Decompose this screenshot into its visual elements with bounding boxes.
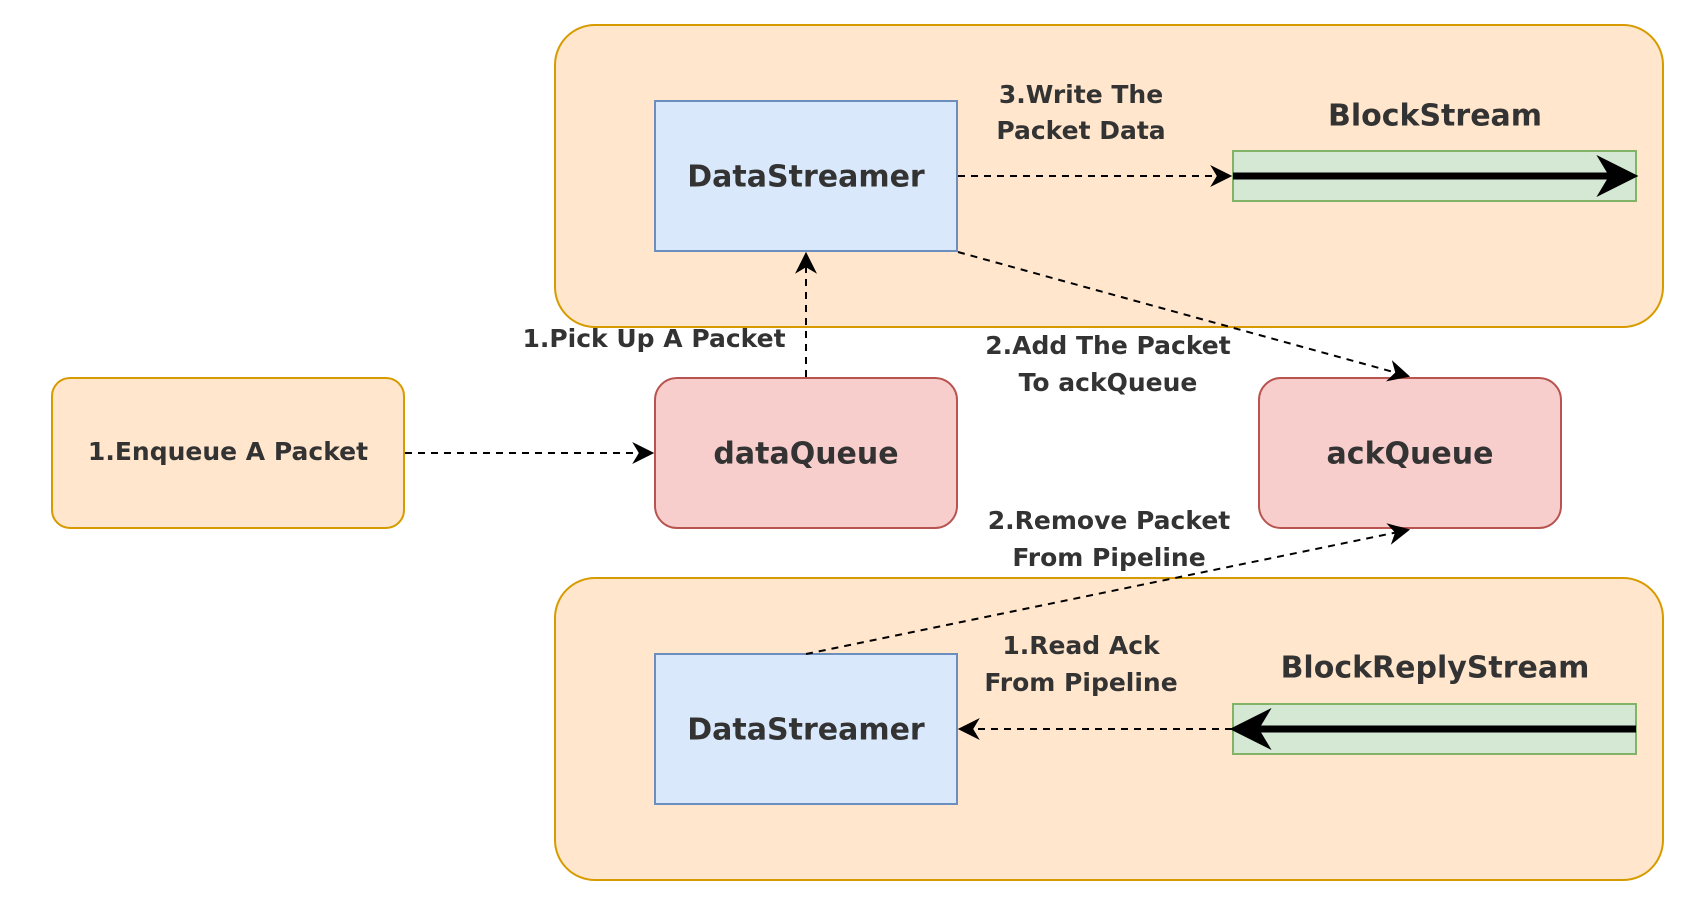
add-label-line2: To ackQueue bbox=[1019, 368, 1198, 397]
add-label-line1: 2.Add The Packet bbox=[985, 331, 1230, 360]
data-queue-node[interactable] bbox=[654, 377, 958, 529]
write-label-line1: 3.Write The bbox=[999, 80, 1163, 109]
write-label-line2: Packet Data bbox=[996, 116, 1165, 145]
remove-label-line2: From Pipeline bbox=[1012, 543, 1205, 572]
read-label-line2: From Pipeline bbox=[984, 668, 1177, 697]
blockstream-label: BlockStream bbox=[1328, 99, 1542, 134]
pick-up-label: 1.Pick Up A Packet bbox=[522, 324, 785, 353]
datastreamer-top-node[interactable] bbox=[654, 100, 958, 252]
datastreamer-bottom-label: DataStreamer bbox=[687, 713, 925, 748]
enqueue-label: 1.Enqueue A Packet bbox=[88, 437, 368, 466]
datastreamer-bottom-to-ackqueue-arrow bbox=[805, 523, 1411, 655]
data-queue-label: dataQueue bbox=[713, 437, 898, 472]
datastreamer-top-label: DataStreamer bbox=[687, 160, 925, 195]
ack-queue-label: ackQueue bbox=[1327, 437, 1494, 472]
blockreplystream-label: BlockReplyStream bbox=[1281, 651, 1590, 686]
datastreamer-bottom-node[interactable] bbox=[654, 653, 958, 805]
remove-label-line1: 2.Remove Packet bbox=[988, 506, 1231, 535]
read-label-line1: 1.Read Ack bbox=[1002, 631, 1161, 660]
enqueue-box[interactable] bbox=[51, 377, 405, 529]
